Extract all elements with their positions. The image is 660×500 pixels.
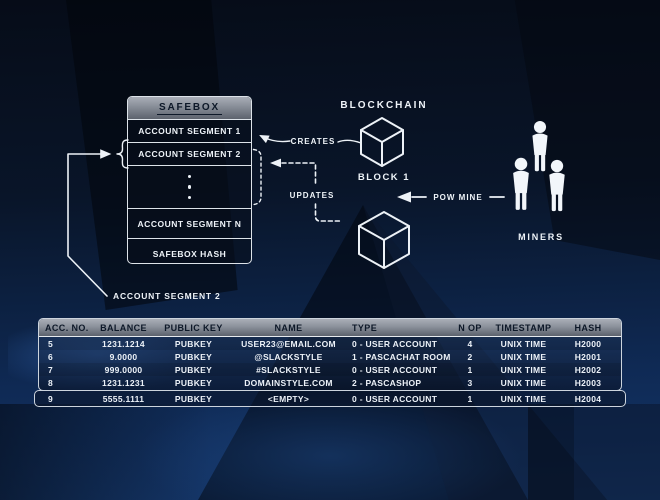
safebox-title: SAFEBOX bbox=[157, 101, 222, 115]
cell-acc-no: 7 bbox=[48, 364, 54, 375]
block1-label: BLOCK 1 bbox=[357, 172, 411, 183]
table-row: 6 9.0000 PUBKEY @SLACKSTYLE 1 - PASCACHA… bbox=[39, 350, 621, 363]
table-row: 8 1231.1231 PUBKEY DOMAINSTYLE.COM 2 - P… bbox=[39, 376, 621, 389]
ellipsis-dots bbox=[128, 165, 251, 208]
cell-public-key: PUBKEY bbox=[174, 364, 213, 375]
cell-timestamp: UNIX TIME bbox=[500, 364, 547, 375]
cell-name: #SLACKSTYLE bbox=[256, 364, 321, 375]
background-glow bbox=[140, 390, 520, 500]
cell-n-op: 2 bbox=[467, 351, 473, 362]
cell-hash: H2004 bbox=[574, 393, 602, 404]
background-band bbox=[528, 404, 574, 500]
cell-balance: 999.0000 bbox=[104, 364, 143, 375]
cell-timestamp: UNIX TIME bbox=[500, 351, 547, 362]
background-band bbox=[574, 404, 660, 500]
pow-mine-arrowhead bbox=[397, 191, 411, 203]
cell-balance: 1231.1231 bbox=[102, 377, 145, 388]
cell-timestamp: UNIX TIME bbox=[500, 338, 547, 349]
table-row: 5 1231.1214 PUBKEY USER23@EMAIL.COM 0 - … bbox=[39, 337, 621, 350]
creates-arrow bbox=[259, 135, 291, 144]
cell-n-op: 1 bbox=[467, 364, 473, 375]
cell-type: 0 - USER ACCOUNT bbox=[352, 364, 438, 375]
column-header: ACC. NO. bbox=[45, 322, 89, 333]
creates-arrow bbox=[337, 139, 362, 144]
cell-n-op: 3 bbox=[467, 377, 473, 388]
blockchain-title: BLOCKCHAIN bbox=[340, 100, 428, 111]
cell-acc-no: 9 bbox=[48, 393, 54, 404]
cell-timestamp: UNIX TIME bbox=[500, 393, 547, 404]
cell-hash: H2003 bbox=[574, 377, 602, 388]
column-header: BALANCE bbox=[100, 322, 147, 333]
callout-label: ACCOUNT SEGMENT 2 bbox=[113, 291, 221, 301]
column-header: NAME bbox=[274, 322, 303, 333]
safebox-segment-n: ACCOUNT SEGMENT N bbox=[128, 208, 251, 238]
table-header: ACC. NO. BALANCE PUBLIC KEY NAME TYPE N … bbox=[39, 319, 621, 337]
cell-hash: H2002 bbox=[574, 364, 602, 375]
column-header: TYPE bbox=[352, 322, 378, 333]
column-header: HASH bbox=[574, 322, 602, 333]
cell-n-op: 1 bbox=[467, 393, 473, 404]
cell-name: @SLACKSTYLE bbox=[254, 351, 323, 362]
cell-hash: H2000 bbox=[574, 338, 602, 349]
updates-line bbox=[314, 203, 343, 222]
cell-acc-no: 5 bbox=[48, 338, 54, 349]
updates-bracket bbox=[252, 148, 262, 206]
cell-timestamp: UNIX TIME bbox=[500, 377, 547, 388]
cell-acc-no: 8 bbox=[48, 377, 54, 388]
cell-type: 1 - PASCACHAT ROOM bbox=[352, 351, 451, 362]
pow-mine-label: POW MINE bbox=[433, 193, 483, 202]
safebox-header: SAFEBOX bbox=[128, 97, 251, 119]
cell-type: 2 - PASCASHOP bbox=[352, 377, 422, 388]
creates-label: CREATES bbox=[290, 137, 336, 146]
cell-public-key: PUBKEY bbox=[174, 338, 213, 349]
cell-name: USER23@EMAIL.COM bbox=[241, 338, 336, 349]
safebox-segment-1: ACCOUNT SEGMENT 1 bbox=[128, 119, 251, 142]
block-cube-icon bbox=[360, 117, 404, 167]
cell-balance: 5555.1111 bbox=[102, 393, 145, 404]
cell-type: 0 - USER ACCOUNT bbox=[352, 393, 438, 404]
safebox-segment-2: ACCOUNT SEGMENT 2 bbox=[128, 142, 251, 165]
safebox-hash-row: SAFEBOX HASH bbox=[128, 238, 251, 263]
column-header: N OP bbox=[458, 322, 482, 333]
miners-label: MINERS bbox=[518, 232, 564, 242]
column-header: TIMESTAMP bbox=[495, 322, 552, 333]
column-header: PUBLIC KEY bbox=[164, 322, 223, 333]
safebox-panel: SAFEBOX ACCOUNT SEGMENT 1 ACCOUNT SEGMEN… bbox=[127, 96, 252, 264]
table-row-highlight: 9 5555.1111 PUBKEY <EMPTY> 0 - USER ACCO… bbox=[34, 390, 626, 407]
miner-icon bbox=[513, 157, 529, 210]
cell-public-key: PUBKEY bbox=[174, 393, 213, 404]
updates-arrowhead bbox=[270, 158, 281, 168]
cell-balance: 9.0000 bbox=[109, 351, 138, 362]
cell-public-key: PUBKEY bbox=[174, 351, 213, 362]
cell-n-op: 4 bbox=[467, 338, 473, 349]
cell-hash: H2001 bbox=[574, 351, 602, 362]
account-table: ACC. NO. BALANCE PUBLIC KEY NAME TYPE N … bbox=[38, 318, 622, 391]
cell-acc-no: 6 bbox=[48, 351, 54, 362]
cell-balance: 1231.1214 bbox=[102, 338, 145, 349]
updates-label: UPDATES bbox=[289, 191, 335, 200]
cell-name: DOMAINSTYLE.COM bbox=[244, 377, 333, 388]
cell-type: 0 - USER ACCOUNT bbox=[352, 338, 438, 349]
cell-public-key: PUBKEY bbox=[174, 377, 213, 388]
cell-name: <EMPTY> bbox=[267, 393, 310, 404]
table-row: 7 999.0000 PUBKEY #SLACKSTYLE 0 - USER A… bbox=[39, 363, 621, 376]
